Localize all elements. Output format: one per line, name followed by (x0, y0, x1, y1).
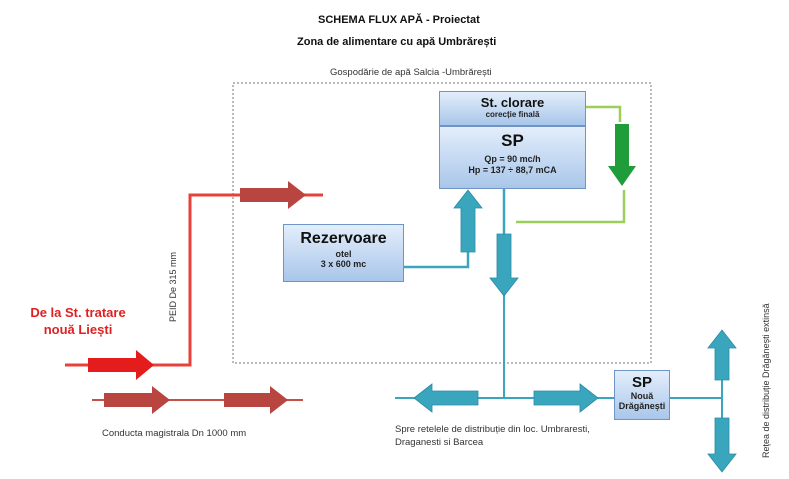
peid-pipe-label: PEID De 315 mm (168, 251, 178, 322)
pipe-rez-to-sp (404, 240, 470, 269)
network-label: Rețea de distribuție Drăgănești extinsă (760, 258, 772, 458)
arrow-peid-right (240, 181, 306, 209)
rezervoare-material: otel (335, 249, 352, 259)
arrow-green-down (608, 124, 636, 186)
sp-noua-line2: Drăgănești (618, 401, 666, 411)
area-boundary (232, 82, 652, 364)
arrow-down-from-sp (489, 233, 519, 297)
rezervoare-title: Rezervoare (300, 230, 387, 247)
distribution-label: Spre retelele de distribuție din loc. Um… (395, 423, 595, 449)
rezervoare-capacity: 3 x 600 mc (320, 259, 367, 269)
arrow-network-up (707, 329, 737, 381)
sp-main-head: Hp = 137 ÷ 88,7 mCA (468, 165, 557, 175)
sp-main-flow: Qp = 90 mc/h (484, 154, 541, 164)
arrow-main-2 (224, 386, 288, 414)
clorare-title: St. clorare (480, 95, 545, 110)
arrow-dist-right (533, 383, 599, 413)
sp-main-title: SP (501, 131, 524, 150)
sp-noua-title: SP (631, 374, 652, 391)
arrow-network-down (707, 417, 737, 473)
arrow-source (88, 350, 154, 380)
sp-noua-box: SP Nouă Drăgănești (614, 370, 670, 420)
diagram-subtitle: Zona de alimentare cu apă Umbrărești (297, 36, 497, 48)
main-pipe-label: Conducta magistrala Dn 1000 mm (102, 428, 247, 439)
clorare-box: St. clorare corecție finală (439, 91, 586, 126)
distribution-label-text: Spre retelele de distribuție din loc. Um… (395, 424, 590, 448)
source-label-text: De la St. tratare nouă Liești (30, 305, 126, 337)
arrow-up-to-sp (453, 189, 483, 253)
diagram-title: SCHEMA FLUX APĂ - Proiectat (318, 14, 480, 26)
network-label-text: Rețea de distribuție Drăgănești extinsă (761, 303, 771, 458)
area-label: Gospodărie de apă Salcia -Umbrărești (330, 67, 492, 78)
sp-main-box: SP Qp = 90 mc/h Hp = 137 ÷ 88,7 mCA (439, 126, 586, 189)
rezervoare-box: Rezervoare otel 3 x 600 mc (283, 224, 404, 282)
clorare-subtitle: corecție finală (485, 110, 540, 119)
arrow-dist-left (413, 383, 479, 413)
arrow-main-1 (104, 386, 170, 414)
source-label: De la St. tratare nouă Liești (28, 304, 128, 338)
green-pipe-top (586, 105, 622, 122)
green-pipe-return (516, 190, 626, 224)
sp-noua-line1: Nouă (630, 391, 654, 401)
